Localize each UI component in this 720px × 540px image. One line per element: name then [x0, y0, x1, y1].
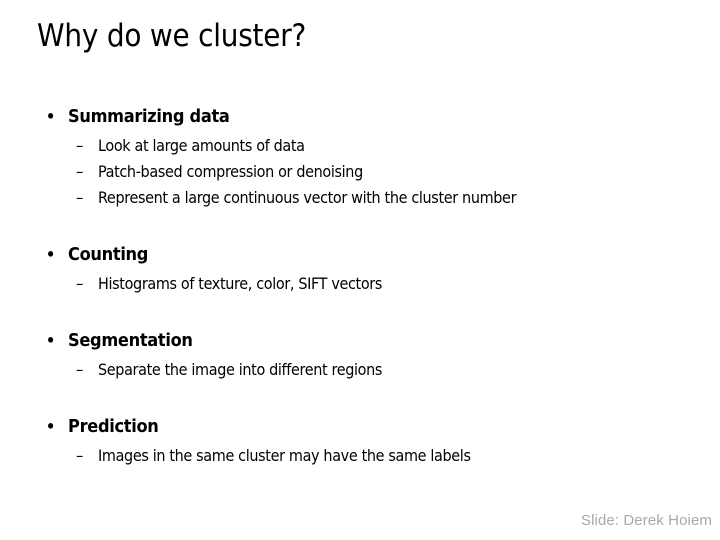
bullet-heading-summarizing-data: • Summarizing data: [0, 104, 720, 130]
bullet-group-prediction: • Prediction – Images in the same cluste…: [0, 414, 720, 469]
bullet-heading-label: Segmentation: [68, 330, 193, 351]
bullet-heading-segmentation: • Segmentation: [0, 328, 720, 354]
sub-bullet-label: Separate the image into different region…: [98, 360, 383, 379]
bullet-group-counting: • Counting – Histograms of texture, colo…: [0, 242, 720, 297]
sub-bullet-list: – Images in the same cluster may have th…: [0, 443, 720, 469]
sub-bullet-item: – Patch-based compression or denoising: [0, 159, 720, 185]
dash-marker-icon: –: [76, 162, 83, 181]
bullet-marker-icon: •: [46, 331, 55, 350]
sub-bullet-item: – Images in the same cluster may have th…: [0, 443, 720, 469]
sub-bullet-label: Look at large amounts of data: [98, 136, 305, 155]
sub-bullet-item: – Histograms of texture, color, SIFT vec…: [0, 271, 720, 297]
sub-bullet-label: Images in the same cluster may have the …: [98, 446, 471, 465]
dash-marker-icon: –: [76, 446, 83, 465]
sub-bullet-item: – Look at large amounts of data: [0, 133, 720, 159]
sub-bullet-label: Histograms of texture, color, SIFT vecto…: [98, 274, 383, 293]
page-title: Why do we cluster?: [37, 18, 307, 54]
slide-content-body: • Summarizing data – Look at large amoun…: [0, 104, 720, 469]
sub-bullet-item: – Represent a large continuous vector wi…: [0, 185, 720, 211]
bullet-marker-icon: •: [46, 417, 55, 436]
bullet-group-summarizing-data: • Summarizing data – Look at large amoun…: [0, 104, 720, 211]
bullet-group-segmentation: • Segmentation – Separate the image into…: [0, 328, 720, 383]
bullet-marker-icon: •: [46, 245, 55, 264]
dash-marker-icon: –: [76, 136, 83, 155]
bullet-heading-prediction: • Prediction: [0, 414, 720, 440]
bullet-heading-label: Prediction: [68, 416, 159, 437]
dash-marker-icon: –: [76, 188, 83, 207]
sub-bullet-list: – Histograms of texture, color, SIFT vec…: [0, 271, 720, 297]
bullet-heading-label: Counting: [68, 244, 149, 265]
sub-bullet-label: Represent a large continuous vector with…: [98, 188, 517, 207]
dash-marker-icon: –: [76, 274, 83, 293]
sub-bullet-list: – Look at large amounts of data – Patch-…: [0, 133, 720, 211]
dash-marker-icon: –: [76, 360, 83, 379]
bullet-marker-icon: •: [46, 107, 55, 126]
bullet-heading-counting: • Counting: [0, 242, 720, 268]
slide-attribution: Slide: Derek Hoiem: [580, 512, 712, 529]
sub-bullet-label: Patch-based compression or denoising: [98, 162, 363, 181]
bullet-heading-label: Summarizing data: [68, 106, 230, 127]
sub-bullet-list: – Separate the image into different regi…: [0, 357, 720, 383]
sub-bullet-item: – Separate the image into different regi…: [0, 357, 720, 383]
